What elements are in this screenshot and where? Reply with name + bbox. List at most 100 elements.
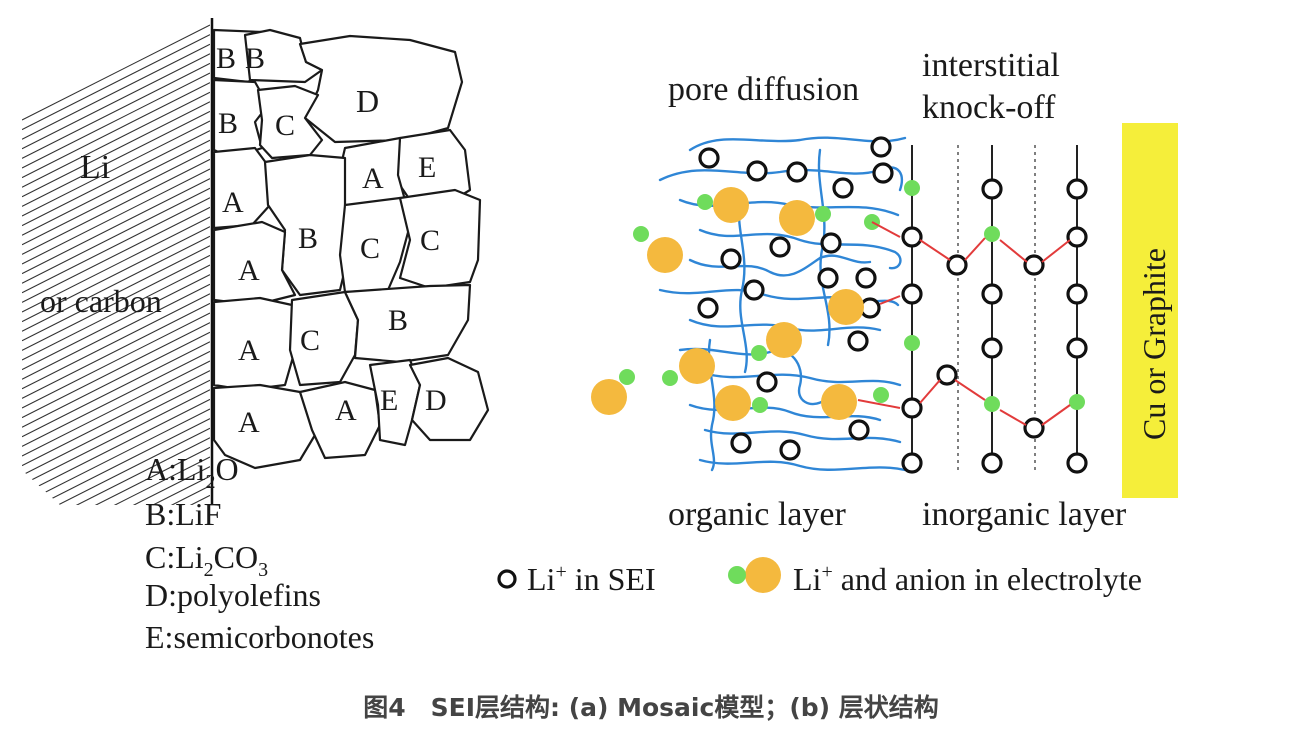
hatch-line xyxy=(22,130,210,227)
hatch-line xyxy=(22,302,210,399)
hatch-line xyxy=(22,226,210,323)
grain-label: B xyxy=(216,42,236,75)
arrow xyxy=(871,221,901,238)
li-electrode-hatching xyxy=(22,24,210,505)
arrow xyxy=(919,379,941,404)
anions-in-electrolyte xyxy=(591,187,864,421)
hatch-line xyxy=(22,437,210,505)
grain-d1 xyxy=(298,34,464,144)
polymer-chain xyxy=(698,370,902,387)
polymer-chain xyxy=(817,148,831,347)
grain-label: A xyxy=(238,254,260,287)
polymer-chain xyxy=(658,166,903,192)
li-ion-sei xyxy=(769,236,791,258)
hatch-line xyxy=(22,379,210,476)
hatch-line xyxy=(22,446,210,505)
hatch-line xyxy=(22,34,210,131)
li-ion-electrolyte xyxy=(904,180,920,196)
species-legend: Li+ in SEI Li+ and anion in electrolyte xyxy=(497,557,1142,597)
hatch-line xyxy=(22,43,210,140)
legend-sei-ion-icon xyxy=(497,569,517,589)
li-ion-sei xyxy=(981,283,1003,305)
hatch-line xyxy=(22,274,210,371)
li-ion-sei xyxy=(1066,337,1088,359)
li-ion-electrolyte xyxy=(873,387,889,403)
grain-a4 xyxy=(212,296,297,392)
hatch-line xyxy=(22,485,210,505)
hatch-line xyxy=(22,62,210,159)
arrow xyxy=(879,295,901,305)
hatch-line xyxy=(22,82,210,179)
hatch-line xyxy=(22,293,210,390)
li-ion-sei xyxy=(1023,254,1045,276)
hatch-line xyxy=(22,120,210,217)
grain-label: B xyxy=(218,107,238,140)
hatch-line xyxy=(22,264,210,361)
grain-label: D xyxy=(425,384,447,417)
hatch-line xyxy=(22,370,210,467)
hatch-line xyxy=(22,408,210,505)
anion xyxy=(779,200,815,236)
legend-line: A:Li2O xyxy=(145,451,239,493)
li-ion-sei xyxy=(936,364,958,386)
legend-line: B:LiF xyxy=(145,496,221,532)
hatch-line xyxy=(22,216,210,313)
layered-model: pore diffusion interstitial knock-off xyxy=(497,47,1178,597)
anion xyxy=(715,385,751,421)
sei-grains xyxy=(212,28,490,470)
anion xyxy=(713,187,749,223)
li-ion-sei xyxy=(981,178,1003,200)
anion xyxy=(828,289,864,325)
li-ion-sei xyxy=(817,267,839,289)
organic-layer-label: organic layer xyxy=(668,496,846,533)
li-ion-sei xyxy=(848,419,870,441)
grain-a6 xyxy=(298,380,382,460)
hatch-line xyxy=(22,331,210,428)
hatch-line xyxy=(22,197,210,294)
li-ion-sei xyxy=(1066,226,1088,248)
hatch-line xyxy=(22,101,210,198)
li-ion-sei xyxy=(779,439,801,461)
grain-label: C xyxy=(420,224,440,257)
li-ion-sei xyxy=(1066,452,1088,474)
arrow xyxy=(999,239,1028,263)
li-ions-in-electrolyte xyxy=(619,180,1085,413)
li-ion-sei xyxy=(720,248,742,270)
polymer-chain xyxy=(737,198,748,374)
li-ion-sei xyxy=(1066,283,1088,305)
li-ion-sei xyxy=(730,432,752,454)
hatch-line xyxy=(22,341,210,438)
li-ion-sei xyxy=(855,267,877,289)
mosaic-model: Li or carbon B B D B xyxy=(22,18,490,655)
li-ion-electrolyte xyxy=(751,345,767,361)
hatch-line xyxy=(22,350,210,447)
li-ion-sei xyxy=(946,254,968,276)
arrow xyxy=(1041,404,1071,426)
li-ion-sei xyxy=(746,160,768,182)
legend-li-electrolyte-icon xyxy=(728,566,746,584)
grain-label: A xyxy=(238,406,260,439)
grain-label: D xyxy=(356,83,379,119)
arrow xyxy=(999,409,1027,426)
hatch-line xyxy=(22,168,210,265)
grain-labels: B B D B C A E A B C C A A C B A E D A A xyxy=(216,42,447,439)
li-ion-sei xyxy=(872,162,894,184)
grain-label: C xyxy=(360,232,380,265)
polymer-chain xyxy=(698,458,907,472)
knock-off-label: knock-off xyxy=(922,89,1056,126)
arrow xyxy=(919,239,951,261)
grain-label: E xyxy=(380,384,398,417)
arrow xyxy=(857,399,901,409)
li-ion-electrolyte xyxy=(752,397,768,413)
anion xyxy=(821,384,857,420)
li-ion-sei xyxy=(847,330,869,352)
legend-line: E:semicorbonotes xyxy=(145,619,374,655)
interstitial-label: interstitial xyxy=(922,47,1060,84)
legend-sei-text: Li+ in SEI xyxy=(527,561,656,597)
hatch-line xyxy=(22,283,210,380)
li-ion-sei xyxy=(870,136,892,158)
legend-line: D:polyolefins xyxy=(145,577,321,613)
li-ion-sei xyxy=(981,337,1003,359)
li-ion-electrolyte xyxy=(984,226,1000,242)
li-label: Li xyxy=(80,149,110,186)
